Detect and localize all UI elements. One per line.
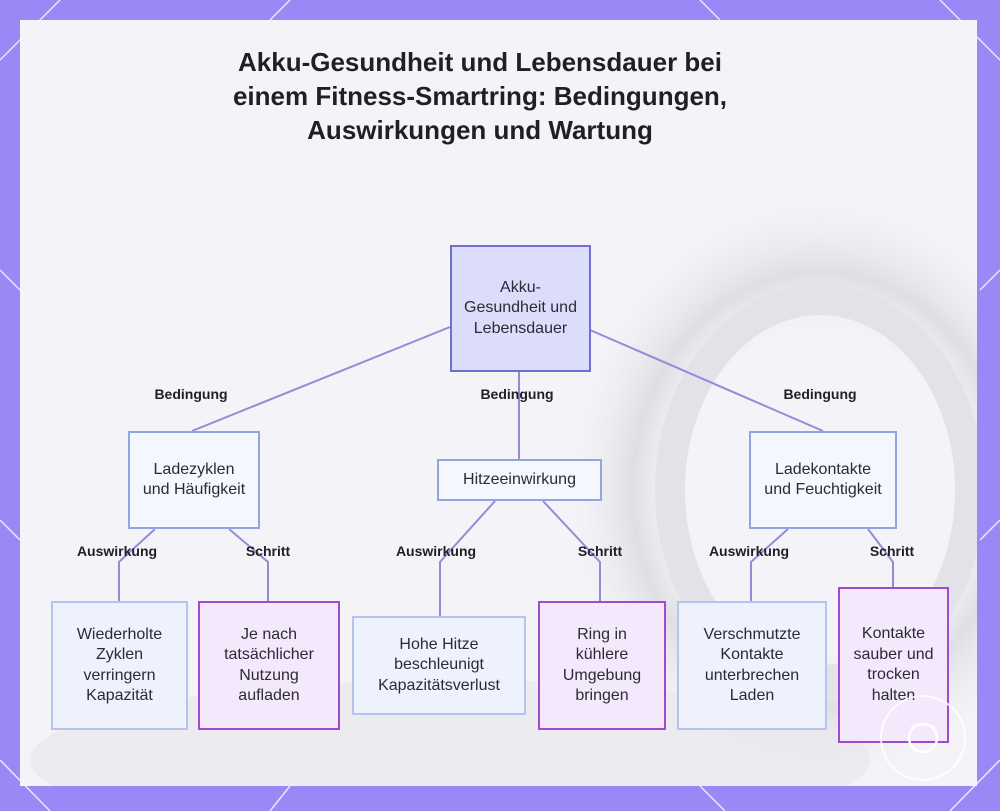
edge-label-effect: Auswirkung — [708, 543, 790, 559]
edge-label-effect: Auswirkung — [76, 543, 158, 559]
node-contacts: Ladekontakte und Feuchtigkeit — [749, 431, 897, 529]
node-heat: Hitzeeinwirkung — [437, 459, 602, 501]
brand-logo-icon — [880, 695, 966, 781]
node-root: Akku-Gesundheit und Lebensdauer — [450, 245, 591, 372]
edge-label-condition: Bedingung — [154, 386, 228, 402]
edge-label-step: Schritt — [245, 543, 291, 559]
node-charge-cycles: Ladezyklen und Häufigkeit — [128, 431, 260, 529]
node-effect-heat: Hohe Hitze beschleunigt Kapazitätsverlus… — [352, 616, 526, 715]
edge-label-condition: Bedingung — [480, 386, 554, 402]
edge-label-effect: Auswirkung — [395, 543, 477, 559]
node-step-charge: Je nach tatsächlicher Nutzung aufladen — [198, 601, 340, 730]
edge-label-condition: Bedingung — [783, 386, 857, 402]
edge-label-step: Schritt — [869, 543, 915, 559]
node-effect-dirty: Verschmutzte Kontakte unterbrechen Laden — [677, 601, 827, 730]
node-effect-cycles: Wiederholte Zyklen verringern Kapazität — [51, 601, 188, 730]
diagram-title: Akku-Gesundheit und Lebensdauer bei eine… — [232, 47, 728, 145]
edge-label-step: Schritt — [577, 543, 623, 559]
node-step-cool: Ring in kühlere Umgebung bringen — [538, 601, 666, 730]
